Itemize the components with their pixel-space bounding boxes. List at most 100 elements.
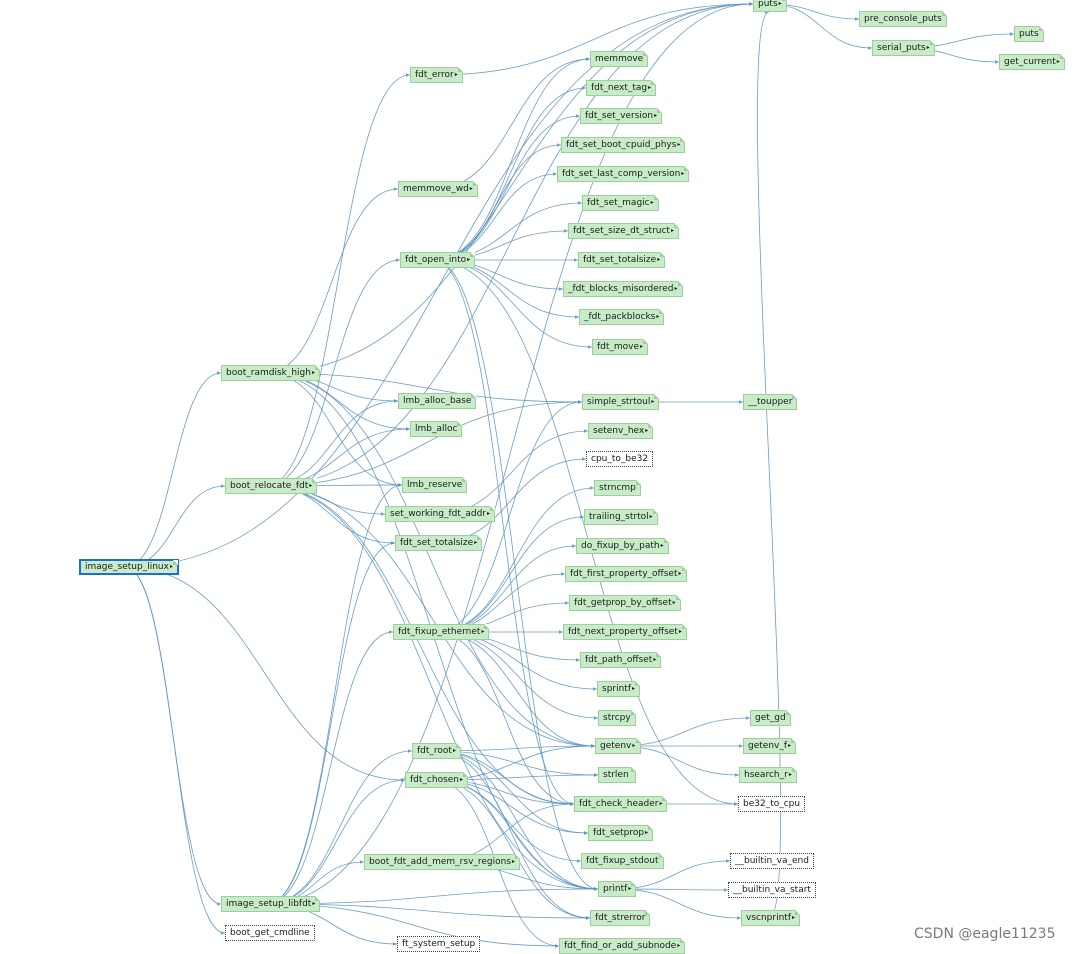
node-fdt-move[interactable]: fdt_move▸ [592, 339, 649, 355]
node-fdt-setprop[interactable]: fdt_setprop▸ [588, 825, 654, 841]
node-fdt-check-header[interactable]: fdt_check_header▸ [574, 796, 668, 812]
node-fdt-packblocks[interactable]: _fdt_packblocks▸ [579, 309, 665, 325]
expand-arrow-icon[interactable]: ▸ [169, 563, 173, 570]
expand-arrow-icon[interactable]: ▸ [628, 885, 632, 892]
expand-arrow-icon[interactable]: ▸ [645, 829, 649, 836]
node-strcpy[interactable]: strcpy [598, 710, 636, 726]
node-get-gd[interactable]: get_gd [750, 710, 791, 726]
node-boot-ramdisk-high[interactable]: boot_ramdisk_high▸ [221, 365, 320, 381]
expand-arrow-icon[interactable]: ▸ [791, 914, 795, 921]
expand-arrow-icon[interactable]: ▸ [672, 599, 676, 606]
node-cpu-to-be32[interactable]: cpu_to_be32 [586, 451, 654, 467]
expand-arrow-icon[interactable]: ▸ [788, 742, 792, 749]
node-fdt-chosen[interactable]: fdt_chosen▸ [405, 772, 469, 788]
expand-arrow-icon[interactable]: ▸ [677, 942, 681, 949]
node-lmb-alloc[interactable]: lmb_alloc [410, 421, 463, 437]
node-boot-relocate-fdt[interactable]: boot_relocate_fdt▸ [225, 478, 318, 494]
node-strlen[interactable]: strlen [598, 767, 636, 783]
node-memmove[interactable]: memmove [590, 51, 649, 67]
node-be32-to-cpu[interactable]: be32_to_cpu [738, 796, 806, 812]
expand-arrow-icon[interactable]: ▸ [674, 285, 678, 292]
node-fdt-getprop-by-offset[interactable]: fdt_getprop_by_offset▸ [569, 595, 681, 611]
expand-arrow-icon[interactable]: ▸ [660, 542, 664, 549]
node-boot-fdt-add-mem-rsv-regions[interactable]: boot_fdt_add_mem_rsv_regions▸ [364, 854, 521, 870]
expand-arrow-icon[interactable]: ▸ [645, 427, 649, 434]
expand-arrow-icon[interactable]: ▸ [778, 0, 782, 7]
node-vscnprintf[interactable]: vscnprintf▸ [741, 910, 800, 926]
node-getenv[interactable]: getenv▸ [595, 738, 641, 754]
expand-arrow-icon[interactable]: ▸ [653, 656, 657, 663]
node-printf[interactable]: printf▸ [598, 881, 637, 897]
expand-arrow-icon[interactable]: ▸ [651, 398, 655, 405]
expand-arrow-icon[interactable]: ▸ [670, 227, 674, 234]
expand-arrow-icon[interactable]: ▸ [632, 685, 636, 692]
expand-arrow-icon[interactable]: ▸ [681, 170, 685, 177]
expand-arrow-icon[interactable]: ▸ [460, 776, 464, 783]
node-builtin-va-start[interactable]: __builtin_va_start [728, 882, 816, 898]
node-setenv-hex[interactable]: setenv_hex▸ [588, 423, 654, 439]
node-fdt-fixup-ethernet[interactable]: fdt_fixup_ethernet▸ [393, 624, 490, 640]
node-set-working-fdt-addr[interactable]: set_working_fdt_addr▸ [385, 506, 496, 522]
expand-arrow-icon[interactable]: ▸ [657, 256, 661, 263]
node-get-current[interactable]: get_current▸ [999, 54, 1065, 70]
node-do-fixup-by-path[interactable]: do_fixup_by_path▸ [576, 538, 669, 554]
expand-arrow-icon[interactable]: ▸ [487, 510, 491, 517]
expand-arrow-icon[interactable]: ▸ [648, 84, 652, 91]
node-fdt-set-magic[interactable]: fdt_set_magic▸ [582, 195, 659, 211]
node-fdt-find-or-add-subnode[interactable]: fdt_find_or_add_subnode▸ [559, 938, 686, 954]
node-image-setup-linux[interactable]: image_setup_linux▸ [79, 559, 179, 575]
node-simple-strtoul[interactable]: simple_strtoul▸ [582, 394, 660, 410]
expand-arrow-icon[interactable]: ▸ [311, 369, 315, 376]
expand-arrow-icon[interactable]: ▸ [467, 256, 471, 263]
expand-arrow-icon[interactable]: ▸ [926, 44, 930, 51]
node-fdt-strerror[interactable]: fdt_strerror [590, 910, 651, 926]
node-image-setup-libfdt[interactable]: image_setup_libfdt▸ [221, 896, 321, 912]
node-fdt-set-boot-cpuid-phys[interactable]: fdt_set_boot_cpuid_phys▸ [561, 137, 686, 153]
node-fdt-first-property-offset[interactable]: fdt_first_property_offset▸ [565, 566, 687, 582]
node-fdt-set-totalsize-r[interactable]: fdt_set_totalsize▸ [578, 252, 666, 268]
expand-arrow-icon[interactable]: ▸ [678, 570, 682, 577]
node-fdt-next-property-offset[interactable]: fdt_next_property_offset▸ [563, 624, 687, 640]
node-sprintf[interactable]: sprintf▸ [597, 681, 641, 697]
expand-arrow-icon[interactable]: ▸ [312, 900, 316, 907]
node-builtin-va-end[interactable]: __builtin_va_end [730, 853, 814, 869]
node-toupper[interactable]: __toupper [743, 394, 798, 410]
node-lmb-reserve[interactable]: lmb_reserve [402, 477, 468, 493]
expand-arrow-icon[interactable]: ▸ [452, 747, 456, 754]
node-fdt-set-size-dt-struct[interactable]: fdt_set_size_dt_struct▸ [568, 223, 679, 239]
node-boot-get-cmdline[interactable]: boot_get_cmdline [225, 925, 315, 941]
node-strncmp[interactable]: strncmp [594, 480, 641, 496]
node-pre-console-puts[interactable]: pre_console_puts [859, 11, 947, 27]
node-fdt-set-last-comp-version[interactable]: fdt_set_last_comp_version▸ [557, 166, 690, 182]
expand-arrow-icon[interactable]: ▸ [677, 141, 681, 148]
expand-arrow-icon[interactable]: ▸ [659, 800, 663, 807]
node-ft-system-setup[interactable]: ft_system_setup [397, 936, 481, 952]
node-fdt-next-tag[interactable]: fdt_next_tag▸ [586, 80, 657, 96]
node-puts-top[interactable]: puts▸ [753, 0, 787, 12]
node-fdt-root[interactable]: fdt_root▸ [412, 743, 461, 759]
expand-arrow-icon[interactable]: ▸ [678, 628, 682, 635]
node-hsearch-r[interactable]: hsearch_r▸ [739, 767, 797, 783]
node-fdt-set-totalsize-l[interactable]: fdt_set_totalsize▸ [395, 535, 483, 551]
expand-arrow-icon[interactable]: ▸ [474, 539, 478, 546]
node-getenv-f[interactable]: getenv_f▸ [743, 738, 797, 754]
node-fdt-open-into[interactable]: fdt_open_into▸ [400, 252, 476, 268]
expand-arrow-icon[interactable]: ▸ [1056, 58, 1060, 65]
node-memmove-wd[interactable]: memmove_wd▸ [398, 181, 478, 197]
expand-arrow-icon[interactable]: ▸ [650, 199, 654, 206]
node-serial-puts[interactable]: serial_puts▸ [872, 40, 935, 56]
node-fdt-blocks-misordered[interactable]: _fdt_blocks_misordered▸ [563, 281, 683, 297]
expand-arrow-icon[interactable]: ▸ [469, 185, 473, 192]
node-fdt-fixup-stdout[interactable]: fdt_fixup_stdout [581, 853, 664, 869]
expand-arrow-icon[interactable]: ▸ [640, 343, 644, 350]
expand-arrow-icon[interactable]: ▸ [632, 742, 636, 749]
expand-arrow-icon[interactable]: ▸ [454, 71, 458, 78]
expand-arrow-icon[interactable]: ▸ [788, 771, 792, 778]
expand-arrow-icon[interactable]: ▸ [309, 482, 313, 489]
expand-arrow-icon[interactable]: ▸ [656, 313, 660, 320]
expand-arrow-icon[interactable]: ▸ [654, 112, 658, 119]
node-fdt-path-offset[interactable]: fdt_path_offset▸ [580, 652, 662, 668]
node-fdt-error[interactable]: fdt_error▸ [410, 67, 463, 83]
expand-arrow-icon[interactable]: ▸ [512, 858, 516, 865]
node-lmb-alloc-base[interactable]: lmb_alloc_base [398, 393, 477, 409]
